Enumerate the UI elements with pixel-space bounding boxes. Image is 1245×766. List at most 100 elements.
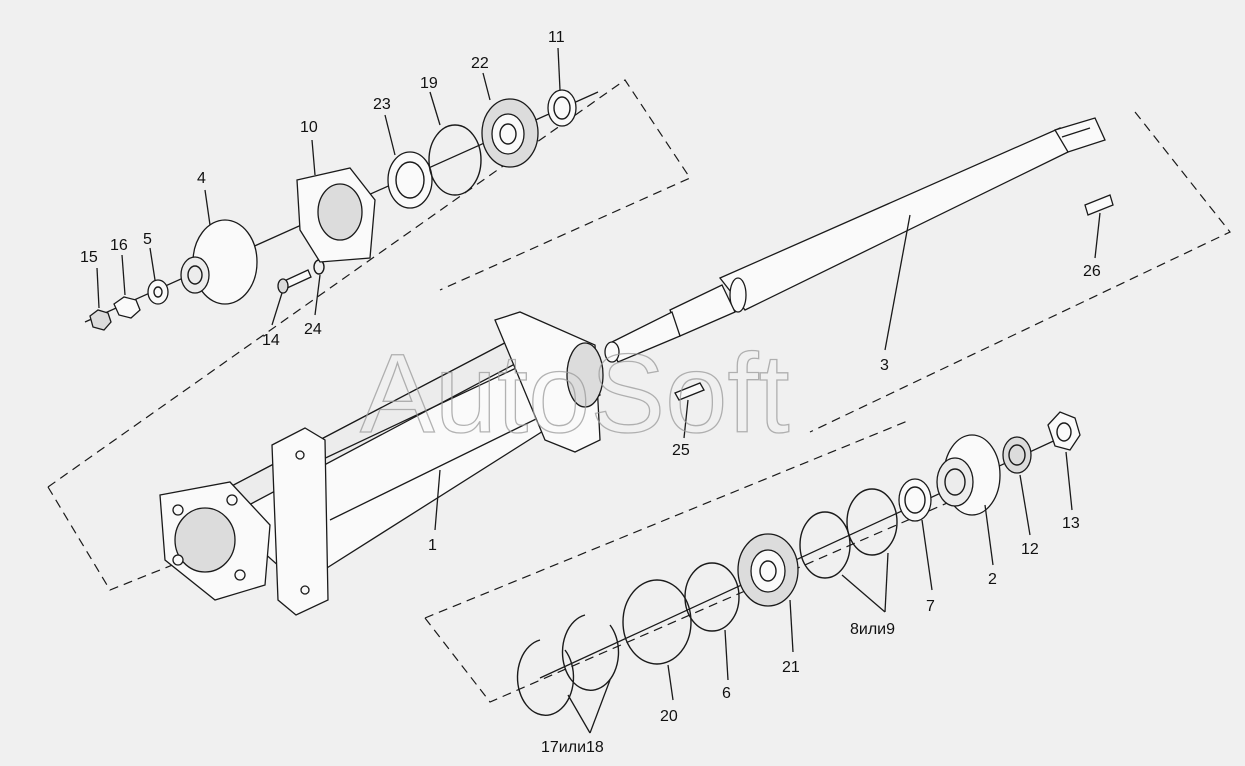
washer-5	[147, 279, 169, 305]
ring-12	[1002, 436, 1032, 474]
callout-24: 24	[304, 321, 322, 338]
flange-hole-2	[226, 494, 238, 506]
upper-parts	[89, 89, 577, 331]
lower-parts	[516, 411, 1081, 716]
leader-5	[149, 247, 156, 281]
flange-hole-3	[234, 569, 246, 581]
hub-4-neck	[180, 256, 210, 294]
callout-25: 25	[672, 442, 690, 459]
nut-13	[1047, 411, 1081, 451]
callout-3: 3	[880, 357, 889, 374]
callout-6: 6	[722, 685, 731, 702]
shaft-spline-end	[1054, 117, 1106, 153]
leader-14	[271, 292, 283, 326]
callout-14: 14	[262, 332, 280, 349]
shaft-body	[718, 127, 1069, 311]
callout-5: 5	[143, 231, 152, 248]
flange-2-hub	[936, 457, 974, 507]
leader-10	[311, 139, 316, 176]
leader-8a	[841, 574, 886, 613]
hub-4-bore	[187, 265, 203, 285]
rear-flange-bore	[566, 342, 604, 408]
shaft-tip	[604, 341, 620, 363]
ring-8b	[846, 488, 898, 556]
upper-group-outline-top	[47, 79, 691, 488]
plate-hole-top	[295, 450, 305, 460]
callout-20: 20	[660, 708, 678, 725]
upper-group-outline	[47, 457, 441, 591]
shaft-step	[669, 284, 736, 337]
callout-23: 23	[373, 96, 391, 113]
leader-25	[683, 399, 689, 439]
snap-ring-17b	[561, 614, 620, 691]
callout-11: 11	[548, 29, 565, 46]
leader-17a	[567, 694, 591, 734]
bearing-22-bore	[499, 123, 517, 145]
dashed-group-outlines	[47, 79, 1231, 703]
watermark-text: AutoSoft	[360, 331, 790, 456]
lower-group-outline	[424, 479, 1001, 703]
callout-16: 16	[110, 237, 128, 254]
callout-21: 21	[782, 659, 800, 676]
ring-20	[622, 579, 692, 665]
leader-7	[921, 519, 933, 591]
leader-17b	[589, 679, 611, 734]
washer-7	[898, 478, 932, 522]
callout-7: 7	[926, 598, 935, 615]
leader-lines	[96, 47, 1101, 734]
nut-16	[113, 296, 141, 319]
shaft-part-3	[604, 117, 1106, 363]
callout-2: 2	[988, 571, 997, 588]
washer-5-hole	[153, 286, 163, 298]
callout-labels: 1 2 3 4 5 6 7 8или9 10 11 12 13 14 15 16…	[80, 29, 1101, 756]
callout-10: 10	[300, 119, 318, 136]
key-25	[674, 382, 705, 401]
leader-26	[1094, 212, 1101, 259]
snap-ring-17a	[516, 639, 575, 716]
plate-hole-bottom	[300, 585, 310, 595]
shaft-collar	[729, 277, 747, 313]
housing-part-1	[159, 311, 604, 616]
leader-8b	[884, 552, 889, 613]
ring-12-inner	[1008, 444, 1026, 466]
bolt-14-head	[277, 278, 289, 294]
bushing-11-inner	[553, 96, 571, 120]
oring-19	[428, 124, 482, 196]
key-parts	[674, 194, 1114, 401]
callout-13: 13	[1062, 515, 1080, 532]
callout-4: 4	[197, 170, 206, 187]
callout-15: 15	[80, 249, 98, 266]
leader-21	[789, 599, 794, 653]
callout-12: 12	[1021, 541, 1039, 558]
cover-10-bore	[317, 183, 363, 241]
shaft-group-outline	[809, 111, 1231, 433]
callout-22: 22	[471, 55, 489, 72]
shaft-keyway	[1061, 127, 1091, 138]
washer-7-hole	[904, 486, 926, 514]
leader-1	[434, 469, 441, 531]
leader-16	[121, 254, 126, 296]
leader-4	[204, 189, 211, 226]
leader-2	[984, 504, 994, 566]
leader-15	[96, 267, 100, 309]
mounting-plate	[271, 427, 329, 616]
ring-6	[684, 562, 740, 632]
leader-22	[482, 72, 491, 101]
nut-13-hole	[1056, 422, 1072, 442]
bushing-11	[547, 89, 577, 127]
leader-23	[384, 114, 396, 156]
ring-8a	[799, 511, 851, 579]
nut-15	[89, 309, 112, 331]
seal-23-inner	[395, 161, 425, 199]
callout-8or9: 8или9	[850, 621, 895, 638]
bearing-21-bore	[759, 560, 777, 582]
leader-3	[884, 214, 911, 351]
lower-group-outline-left	[424, 419, 911, 619]
leader-12	[1019, 474, 1031, 536]
leader-11	[557, 47, 561, 91]
rear-flange	[494, 311, 601, 453]
callout-1: 1	[428, 537, 437, 554]
bearing-22-race	[491, 113, 525, 155]
seal-23	[387, 151, 433, 209]
